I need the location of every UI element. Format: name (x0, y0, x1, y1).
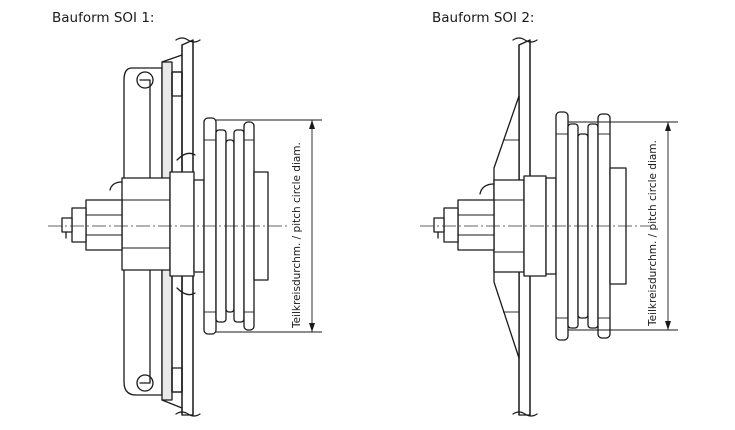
soi1-drawing: Teilkreisdurchm. / pitch circle diam. (48, 37, 322, 417)
soi1-dimension-label: Teilkreisdurchm. / pitch circle diam. (291, 142, 303, 329)
figure-1-title: Bauform SOI 1: (52, 10, 154, 26)
soi1-hex-nut (61, 199, 123, 251)
soi1-dimension: Teilkreisdurchm. / pitch circle diam. (216, 119, 322, 333)
soi2-dimension: Teilkreisdurchm. / pitch circle diam. (568, 121, 678, 331)
soi2-drawing: Teilkreisdurchm. / pitch circle diam. (420, 37, 678, 417)
figure-2-title: Bauform SOI 2: (432, 10, 534, 26)
soi1-hub-body (109, 152, 196, 296)
soi2-dimension-label: Teilkreisdurchm. / pitch circle diam. (647, 140, 659, 327)
soi2-hex-nut (433, 199, 495, 251)
